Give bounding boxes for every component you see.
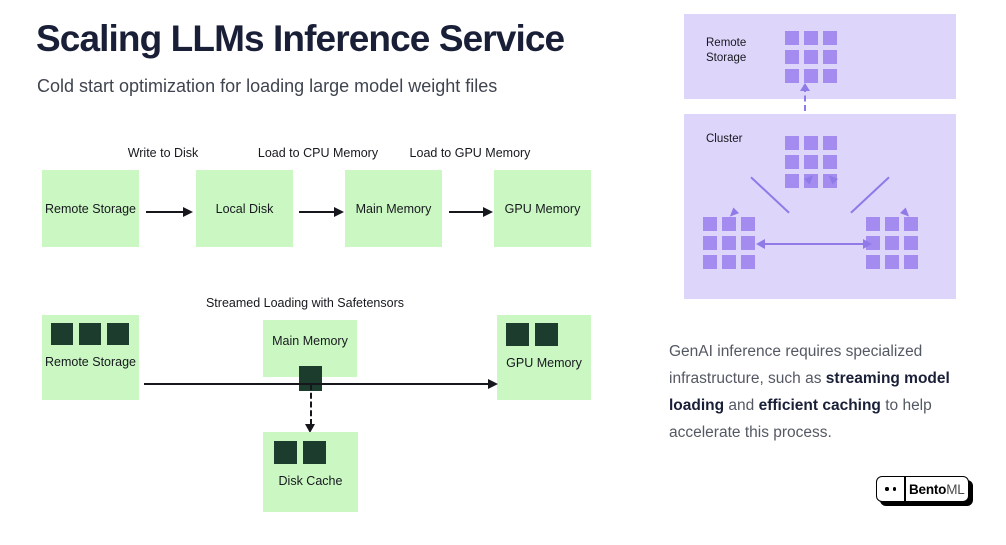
panel-cluster: Cluster (684, 114, 956, 299)
node-disk-cache: Disk Cache (263, 432, 358, 512)
arrow-cluster-right-head (863, 239, 872, 249)
node-main-memory-top: Main Memory (345, 170, 442, 247)
diagram-bottom-title: Streamed Loading with Safetensors (205, 296, 405, 310)
body-segment-3: to help accelerate this process. (669, 397, 932, 441)
body-segment-1: GenAI inference requires specialized inf… (669, 343, 923, 387)
arrow-cluster-top-left (750, 176, 790, 214)
node-label: GPU Memory (506, 356, 582, 370)
arrow-cluster-left-head (756, 239, 765, 249)
arrow-main-to-gpu (449, 211, 486, 213)
panel-label-line-1: Cluster (706, 133, 743, 145)
body-segment-2: and (724, 397, 759, 414)
logo-body: BentoML (876, 476, 969, 502)
page-title: Scaling LLMs Inference Service (36, 18, 565, 59)
edge-label-write-to-disk: Write to Disk (127, 146, 199, 160)
node-label: Disk Cache (278, 474, 343, 488)
panel-remote-storage: Remote Storage (684, 14, 956, 99)
body-bold-2: efficient caching (758, 397, 881, 414)
tensor-block (274, 441, 297, 464)
logo-divider (904, 477, 906, 501)
body-bold-1: streaming model loading (669, 370, 950, 414)
tensor-block (79, 323, 101, 345)
node-grid-cluster-right (866, 217, 918, 269)
arrow-cluster-left-right (765, 243, 864, 245)
tensor-block (51, 323, 73, 345)
panel-label-line-1: Remote (706, 37, 747, 49)
panel-label-line-2: Storage (706, 52, 747, 64)
arrow-remote-to-disk (146, 211, 186, 213)
tensor-block (506, 323, 529, 346)
edge-label-load-to-gpu-memory: Load to GPU Memory (409, 146, 531, 160)
left-diagram-region: Write to Disk Load to CPU Memory Load to… (0, 130, 660, 530)
node-grid-cluster-left (703, 217, 755, 269)
node-label: Remote Storage (44, 355, 137, 369)
panel-label-cluster: Cluster (706, 132, 742, 147)
logo-name-light: ML (946, 481, 965, 497)
arrow-remote-to-disk-head (183, 207, 193, 217)
arrow-cluster-top-right (850, 176, 890, 214)
node-grid-cluster-top (785, 136, 837, 188)
node-label: Main Memory (355, 202, 432, 216)
arrow-disk-to-main-head (334, 207, 344, 217)
node-gpu-memory-top: GPU Memory (494, 170, 591, 247)
tensor-block (107, 323, 129, 345)
node-local-disk: Local Disk (196, 170, 293, 247)
tensor-block (535, 323, 558, 346)
tensor-block (303, 441, 326, 464)
node-label: Local Disk (215, 202, 274, 216)
node-label: GPU Memory (504, 202, 581, 216)
node-label: Main Memory (272, 334, 348, 348)
panel-label-remote-storage: Remote Storage (706, 36, 746, 66)
arrow-stream-to-gpu-head (488, 379, 498, 389)
node-remote-storage-bottom: Remote Storage (42, 315, 139, 400)
node-remote-storage-top: Remote Storage (42, 170, 139, 247)
body-paragraph: GenAI inference requires specialized inf… (669, 338, 979, 446)
dashed-branch-to-disk-cache (310, 384, 312, 425)
arrow-disk-to-main (299, 211, 337, 213)
edge-label-load-to-cpu-memory: Load to CPU Memory (257, 146, 379, 160)
tensor-block (299, 366, 322, 391)
logo-wordmark: BentoML (906, 482, 968, 497)
logo-name-bold: Bento (908, 481, 947, 497)
node-label: Remote Storage (44, 202, 137, 216)
arrow-main-to-gpu-head (483, 207, 493, 217)
arrow-stream-to-gpu (144, 383, 492, 385)
dashed-branch-head (305, 424, 315, 433)
bentoml-logo: BentoML (876, 476, 973, 506)
node-gpu-memory-bottom: GPU Memory (497, 315, 591, 400)
page-subtitle: Cold start optimization for loading larg… (37, 76, 498, 96)
dashed-arrow-storage-cluster (804, 86, 806, 130)
right-diagram-region: Remote Storage Cluster (684, 14, 956, 299)
logo-dots-icon (877, 487, 904, 491)
node-grid-remote-storage (785, 31, 837, 83)
